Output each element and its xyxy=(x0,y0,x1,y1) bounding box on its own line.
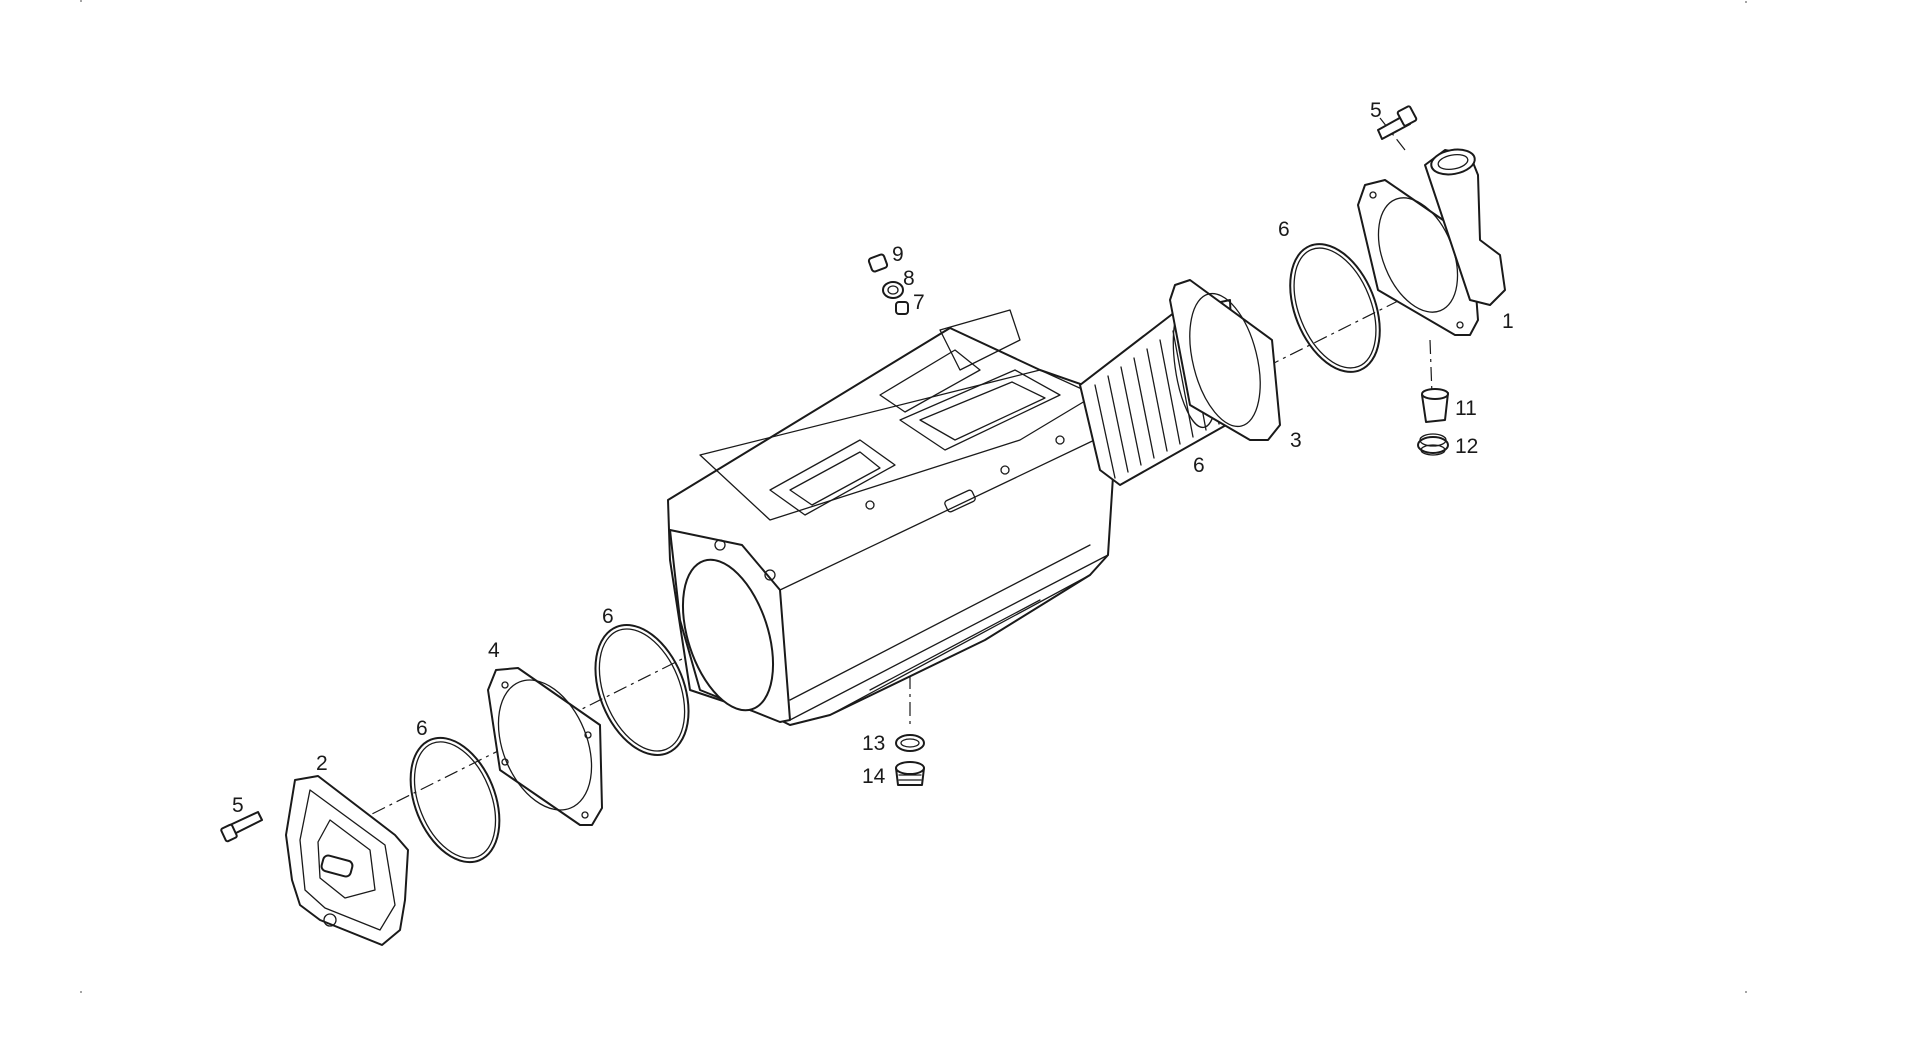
callout-6-left: 6 xyxy=(416,717,428,740)
o-ring-left-part xyxy=(409,736,501,864)
heat-exchanger-part xyxy=(1079,279,1281,486)
main-housing-part xyxy=(667,309,1116,726)
o-ring-right-part xyxy=(1289,243,1381,373)
gasket-plate-part xyxy=(487,667,603,826)
bolt-top-right-part xyxy=(1377,105,1418,140)
callout-13: 13 xyxy=(862,732,885,755)
corner-marks xyxy=(80,0,1747,993)
bolt-left-part xyxy=(220,811,263,843)
o-ring-middle-part xyxy=(594,624,690,756)
callout-11: 11 xyxy=(1455,397,1477,420)
bottom-plug-part xyxy=(895,761,925,786)
plug-right-part xyxy=(1421,388,1449,423)
callout-6-middle: 6 xyxy=(602,605,614,628)
bottom-seal-part xyxy=(895,734,925,752)
seal-right-part xyxy=(1417,433,1449,456)
callout-9: 9 xyxy=(892,243,904,266)
rear-elbow-cover-part xyxy=(1357,148,1506,336)
callout-8: 8 xyxy=(903,267,915,290)
callout-14: 14 xyxy=(862,765,886,788)
callout-5-left: 5 xyxy=(232,794,244,817)
callout-1: 1 xyxy=(1502,310,1514,333)
front-cover-part xyxy=(285,775,409,946)
callout-6-heat-exchanger: 6 xyxy=(1193,454,1205,477)
callout-6-right: 6 xyxy=(1278,218,1290,241)
callout-2: 2 xyxy=(316,752,328,775)
callout-5-top: 5 xyxy=(1370,99,1382,122)
callout-labels: 1 2 3 4 5 5 6 6 6 6 7 8 9 11 12 13 14 xyxy=(232,99,1514,817)
callout-3: 3 xyxy=(1290,429,1302,452)
callout-12: 12 xyxy=(1455,435,1478,458)
callout-7: 7 xyxy=(913,291,925,314)
small-fasteners-top-part xyxy=(867,253,909,315)
callout-4: 4 xyxy=(488,639,500,662)
